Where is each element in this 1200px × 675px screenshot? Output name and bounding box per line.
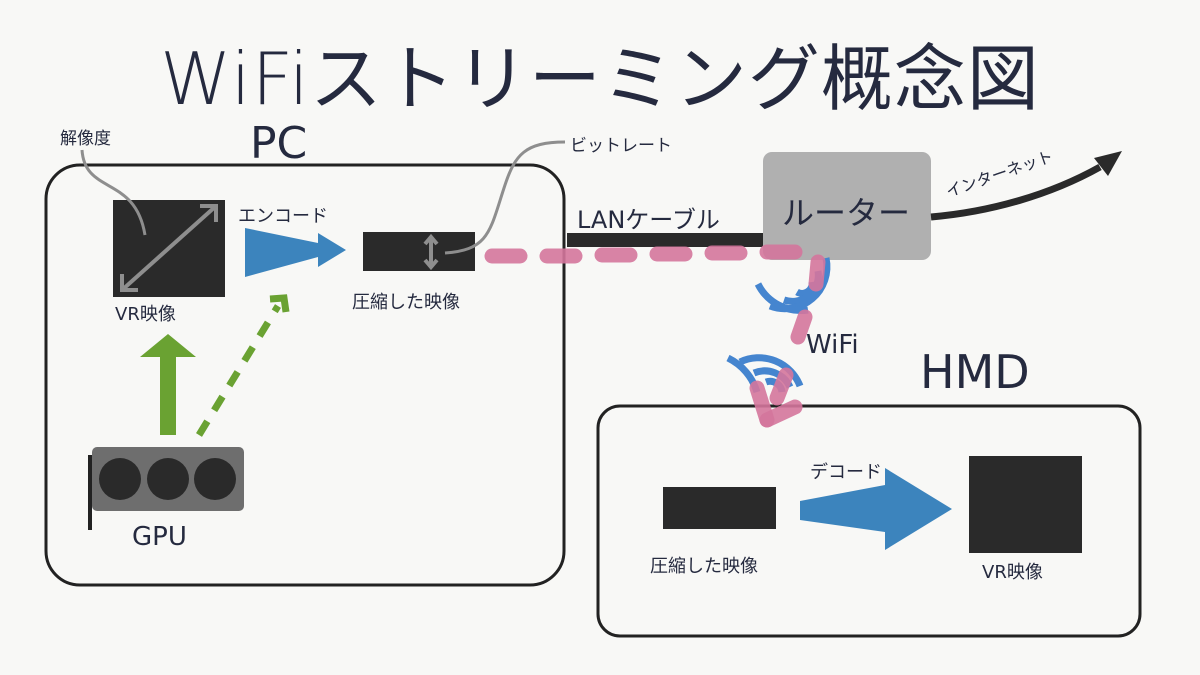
gpu-fan <box>194 458 236 500</box>
bitrate-label: ビットレート <box>570 136 672 156</box>
vr-video-box-hmd <box>969 456 1082 553</box>
gpu-fan <box>147 458 189 500</box>
resolution-callout-line <box>80 149 147 236</box>
bitrate-callout-line <box>444 140 566 255</box>
decode-label: デコード <box>810 462 882 483</box>
lan-cable-label: LANケーブル <box>577 206 720 234</box>
resolution-double-arrow-icon <box>120 204 218 292</box>
vr-video-label-hmd: VR映像 <box>982 562 1043 583</box>
resolution-label: 解像度 <box>60 129 111 149</box>
gpu-fan <box>99 458 141 500</box>
internet-arrow <box>930 163 1102 221</box>
compressed-video-label-pc: 圧縮した映像 <box>352 292 460 313</box>
page-title: WiFiストリーミング概念図 <box>160 37 1040 121</box>
data-path <box>484 244 826 428</box>
gpu-encode-dashed-arrow <box>196 304 281 437</box>
router-box <box>763 152 931 260</box>
decode-arrow <box>800 468 952 550</box>
gpu-encode-arrowhead <box>269 294 290 313</box>
bitrate-double-arrow-icon <box>423 233 439 271</box>
lan-cable <box>567 233 764 247</box>
router-label: ルーター <box>782 194 911 232</box>
hmd-container <box>596 404 1142 638</box>
compressed-video-box-hmd <box>663 487 776 529</box>
wifi-label: WiFi <box>806 330 859 360</box>
encode-arrow <box>245 228 346 277</box>
encode-label: エンコード <box>238 206 328 227</box>
pc-container <box>44 163 566 587</box>
internet-arrowhead <box>1094 151 1122 176</box>
pc-group-label: PC <box>250 118 308 169</box>
gpu-label: GPU <box>132 522 187 552</box>
compressed-video-label-hmd: 圧縮した映像 <box>650 556 758 577</box>
gpu-render-arrow <box>140 334 196 435</box>
hmd-group-label: HMD <box>920 345 1030 399</box>
vr-video-label-pc: VR映像 <box>115 304 176 325</box>
